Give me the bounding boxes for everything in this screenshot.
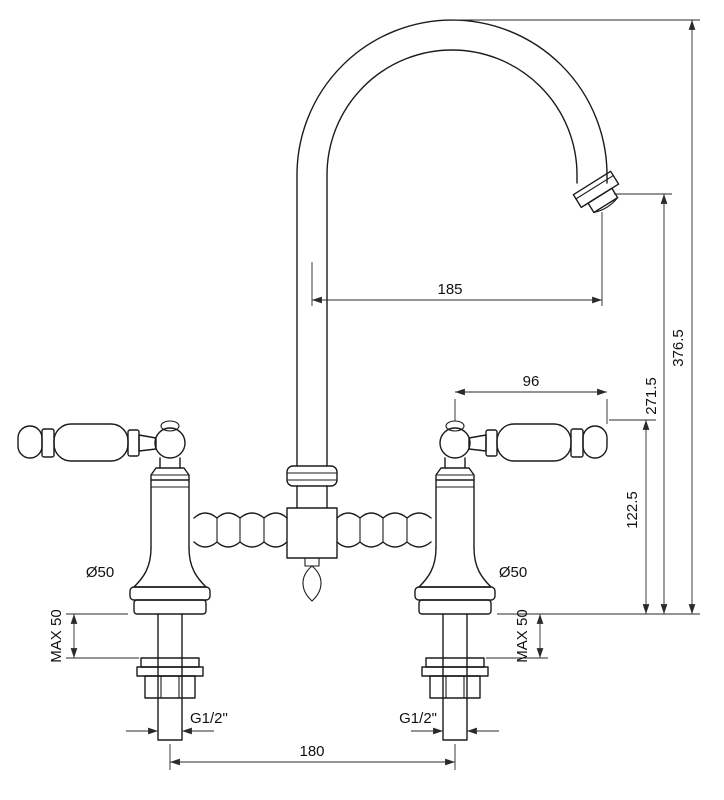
center-body (286, 507, 338, 559)
dim-handle-height-label: 122.5 (624, 491, 641, 529)
dim-max-thickness-right: MAX 50 (486, 609, 548, 663)
left-lever-handle (17, 420, 186, 462)
right-lever-handle (439, 420, 608, 462)
dim-thread-right-label: G1/2" (399, 710, 437, 727)
dim-spout-height: 271.5 (643, 194, 668, 614)
dim-handle-height: 122.5 (624, 420, 650, 614)
dim-max-thickness-right-label: MAX 50 (514, 609, 531, 662)
dim-spout-reach: 185 (311, 212, 603, 306)
dim-thread-left-label: G1/2" (190, 710, 228, 727)
dim-spout-height-label: 271.5 (643, 377, 660, 415)
center-finial (302, 557, 322, 602)
dim-total-height-label: 376.5 (670, 329, 687, 367)
spout-outlet-nozzle (572, 170, 620, 214)
riser-collar (286, 465, 338, 509)
dim-total-height: 376.5 (670, 20, 696, 614)
dim-handle-length: 96 (454, 373, 608, 424)
dim-max-thickness-left-label: MAX 50 (48, 609, 65, 662)
dim-thread-right: G1/2" (399, 710, 499, 735)
spout-gooseneck (296, 19, 608, 467)
dim-spout-reach-label: 185 (437, 281, 462, 298)
left-inlet-shank (136, 613, 204, 741)
left-valve-body (129, 457, 211, 615)
dim-extension-lines (452, 19, 700, 615)
dim-hole-distance: 180 (169, 743, 456, 770)
dim-base-diameter-right-label: Ø50 (499, 564, 527, 581)
dim-max-thickness-left: MAX 50 (48, 609, 139, 663)
dim-handle-length-label: 96 (523, 373, 540, 390)
dim-hole-distance-label: 180 (299, 743, 324, 760)
dim-base-diameter-left-label: Ø50 (86, 564, 114, 581)
dim-thread-left: G1/2" (126, 710, 228, 735)
bridge-bar (193, 512, 432, 548)
right-valve-body (414, 457, 496, 615)
